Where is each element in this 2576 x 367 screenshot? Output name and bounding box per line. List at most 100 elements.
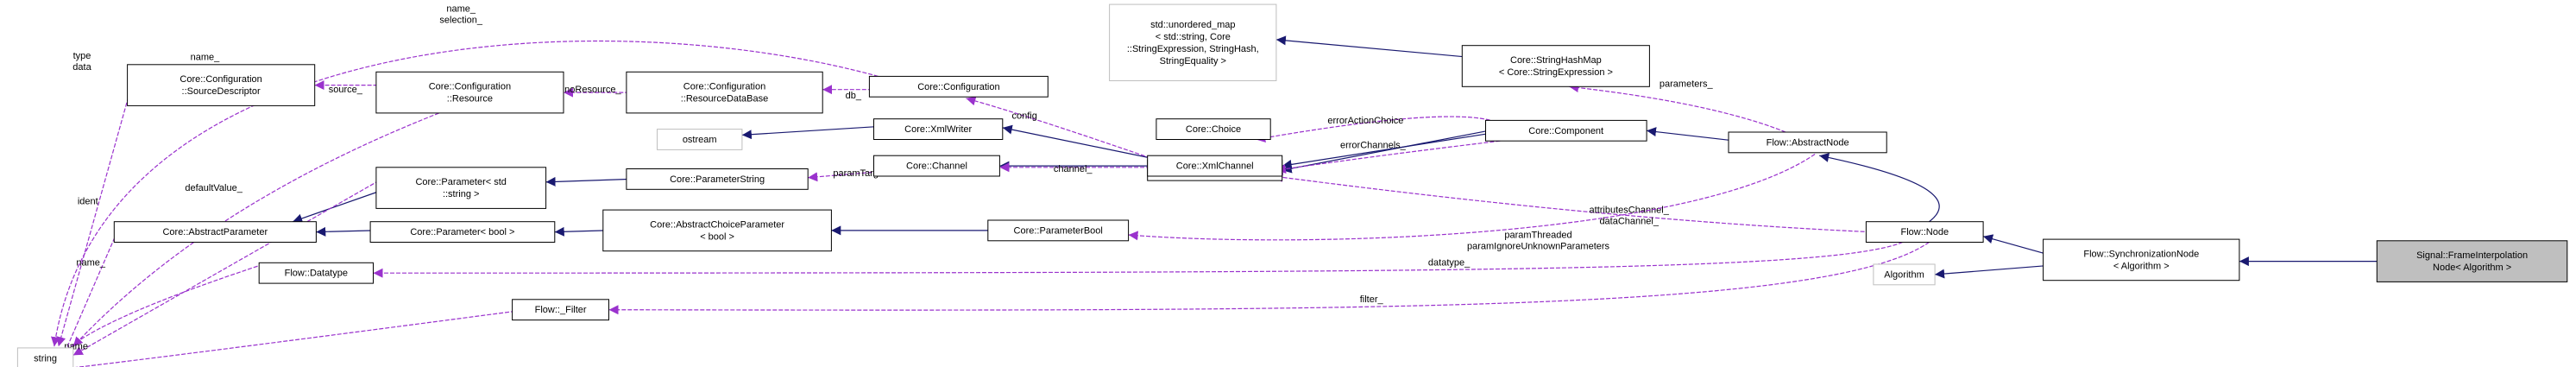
node-label-frame_interp: Signal::FrameInterpolation [2416, 250, 2528, 261]
node-box-unordered_map [1109, 3, 1277, 82]
edge-label-resource-to-source_descriptor: source_ [329, 85, 363, 95]
node-flow_node[interactable]: Flow::Node [1865, 221, 1984, 244]
node-resource_db[interactable]: Core::Configuration::ResourceDataBase [626, 71, 823, 114]
inheritance-edge-xml_writer-to-xml_channel [1002, 124, 1154, 160]
edge-label-configuration-to-resource_db: db_ [846, 91, 862, 101]
node-resource[interactable]: Core::Configuration::Resource [375, 71, 564, 114]
inheritance-edge-flow_node-to-sync_node [1982, 234, 2047, 255]
node-label-parameter_string: Core::ParameterString [670, 174, 765, 185]
node-label-string_hash_map: < Core::StringExpression > [1499, 67, 1613, 78]
node-abstract_node[interactable]: Flow::AbstractNode [1728, 131, 1887, 154]
node-box-xml_channel [1147, 155, 1283, 177]
node-param_bool[interactable]: Core::Parameter< bool > [369, 221, 556, 244]
edge-label-flow_node-to-xml_channel: dataChannel_ [1599, 217, 1659, 227]
node-parameter_bool[interactable]: Core::ParameterBool [987, 219, 1130, 242]
node-label-xml_channel: Core::XmlChannel [1176, 161, 1254, 172]
usage-edge-component-to-choice [1256, 116, 1496, 143]
node-box-datatype [258, 262, 375, 284]
usage-edge-component-to-xml_channel [1275, 140, 1501, 174]
node-label-resource_db: Core::Configuration [683, 82, 765, 92]
inheritance-edge-unordered_map-to-string_hash_map [1275, 35, 1470, 58]
node-box-ostream [657, 129, 743, 150]
node-label-unordered_map: std::unordered_map [1150, 20, 1235, 30]
node-choice[interactable]: Core::Choice [1156, 118, 1271, 140]
node-source_descriptor[interactable]: Core::Configuration::SourceDescriptor [127, 64, 316, 106]
node-component[interactable]: Core::Component [1485, 119, 1647, 142]
inheritance-edge-component-to-abstract_node [1646, 127, 1736, 142]
node-label-string: string [34, 353, 57, 364]
node-label-frame_interp: Node< Algorithm > [2433, 263, 2511, 273]
node-label-source_descriptor: ::SourceDescriptor [182, 86, 261, 97]
node-label-ostream: ostream [683, 135, 717, 145]
edge-label-flow_node-to-xml_channel: attributesChannel_ [1590, 206, 1670, 216]
edge-label-datatype-to-string: name_ [76, 258, 106, 269]
node-box-string_hash_map [1461, 45, 1650, 87]
usage-edge-configurable-to-configuration [966, 96, 1157, 161]
node-box-parameter_string [626, 168, 809, 190]
inheritance-edge-abstract_parameter-to-param_bool [316, 226, 375, 237]
node-box-resource [375, 71, 564, 114]
node-box-abstract_parameter [113, 221, 317, 244]
edge-label-source_descriptor-to-string: data [72, 62, 91, 73]
usage-edge-abstract_node-to-parameter_bool [1128, 154, 1816, 241]
node-label-resource: ::Resource [447, 94, 493, 104]
node-algorithm: Algorithm [1873, 263, 1936, 286]
node-filter[interactable]: Flow::_Filter [512, 299, 609, 321]
node-label-param_std_string: Core::Parameter< std [415, 177, 506, 187]
node-ostream: ostream [657, 129, 743, 150]
usage-edge-abstract_parameter-to-string [58, 231, 118, 367]
node-label-flow_node: Flow::Node [1900, 227, 1949, 237]
usage-edge-filter-to-string [54, 310, 516, 367]
edge-label-flow_node-to-filter: filter_ [1360, 294, 1384, 305]
node-box-algorithm [1873, 263, 1936, 286]
node-datatype[interactable]: Flow::Datatype [258, 262, 375, 284]
node-label-abstract_choice_param: < bool > [700, 231, 734, 242]
node-xml_channel[interactable]: Core::XmlChannel [1147, 155, 1283, 177]
node-box-xml_writer [873, 118, 1004, 140]
inheritance-edge-algorithm-to-sync_node [1935, 265, 2047, 279]
node-box-channel [873, 155, 1000, 177]
usage-edge-flow_node-to-datatype [373, 241, 1904, 278]
node-param_std_string[interactable]: Core::Parameter< std::string > [375, 167, 547, 209]
inheritance-edge-configurable-to-component [1282, 130, 1490, 174]
usage-edge-resource-to-string [72, 112, 440, 347]
node-label-sync_node: < Algorithm > [2113, 261, 2170, 271]
node-box-source_descriptor [127, 64, 316, 106]
node-label-choice: Core::Choice [1186, 124, 1241, 135]
edge-label-source_descriptor-to-string: type [73, 51, 91, 61]
node-label-unordered_map: < std::string, Core [1156, 32, 1231, 42]
node-label-parameter_bool: Core::ParameterBool [1014, 225, 1103, 236]
node-channel[interactable]: Core::Channel [873, 155, 1000, 177]
usage-edge-param_std_string-to-string [72, 180, 380, 356]
edge-label-abstract_node-to-string_hash_map: parameters_ [1660, 79, 1714, 89]
node-parameter_string[interactable]: Core::ParameterString [626, 168, 809, 190]
node-box-flow_node [1865, 221, 1984, 244]
node-abstract_parameter[interactable]: Core::AbstractParameter [113, 221, 317, 244]
node-label-component: Core::Component [1528, 126, 1603, 136]
edge-label-configuration-to-string: selection_ [439, 16, 482, 26]
edge-label-resource_db-to-resource: noResource_ [564, 85, 621, 95]
node-configuration[interactable]: Core::Configuration [868, 75, 1049, 98]
node-box-param_bool [369, 221, 556, 244]
node-label-algorithm: Algorithm [1884, 269, 1924, 280]
node-box-abstract_choice_param [602, 209, 832, 252]
node-sync_node[interactable]: Flow::SynchronizationNode< Algorithm > [2043, 238, 2240, 282]
usage-edge-flow_node-to-xml_channel [1273, 172, 1871, 233]
edge-label-configurable-to-configuration: config [1012, 111, 1037, 122]
usage-edge-configuration-to-string [51, 40, 879, 347]
node-abstract_choice_param[interactable]: Core::AbstractChoiceParameter< bool > [602, 209, 832, 252]
node-label-configuration: Core::Configuration [917, 82, 999, 92]
node-label-string_hash_map: Core::StringHashMap [1510, 55, 1602, 66]
inheritance-edge-param_std_string-to-parameter_string [545, 176, 632, 187]
node-box-choice [1156, 118, 1271, 140]
edge-label-flow_node-to-datatype: datatype_ [1428, 258, 1471, 269]
node-string_hash_map[interactable]: Core::StringHashMap< Core::StringExpress… [1461, 45, 1650, 87]
node-box-configuration [868, 75, 1049, 98]
node-xml_writer[interactable]: Core::XmlWriter [873, 118, 1004, 140]
inheritance-edge-abstract_node-to-flow_node [1819, 153, 1940, 230]
node-label-abstract_parameter: Core::AbstractParameter [162, 227, 268, 237]
inheritance-edge-ostream-to-xml_writer [741, 125, 883, 140]
usage-edge-flow_node-to-filter [608, 242, 1930, 315]
